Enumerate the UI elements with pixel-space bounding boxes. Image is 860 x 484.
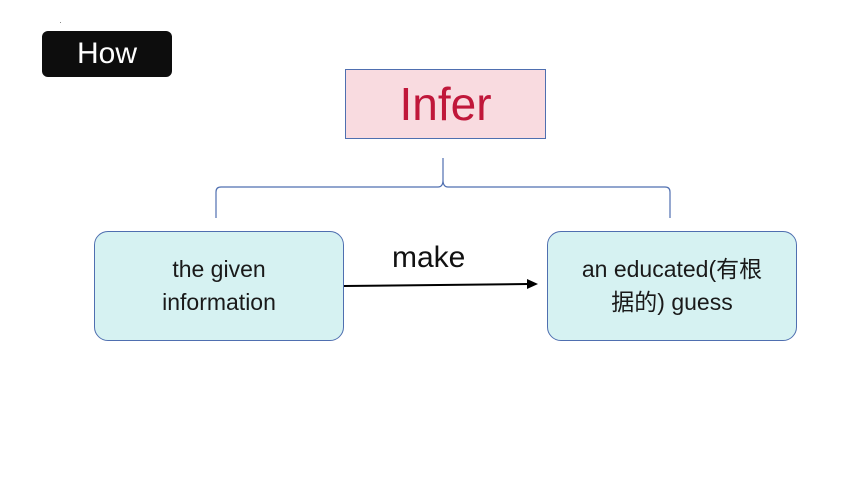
arrow-line (343, 283, 529, 287)
decorative-dot (60, 22, 61, 23)
educated-guess-node: an educated(有根 据的) guess (547, 231, 797, 341)
how-badge-label: How (76, 37, 137, 70)
given-information-node: the given information (94, 231, 344, 341)
title-box: Infer (345, 69, 546, 139)
node-left-line2: information (162, 289, 276, 315)
node-right-line1: an educated(有根 (581, 256, 763, 282)
title-text: Infer (399, 78, 492, 130)
node-right-line2: 据的) guess (611, 289, 733, 315)
how-badge: How (42, 31, 172, 77)
node-left-line1: the given (172, 256, 266, 282)
arrow-head (527, 279, 538, 289)
brace-connector (215, 158, 671, 218)
arrow-label: make (392, 241, 466, 274)
